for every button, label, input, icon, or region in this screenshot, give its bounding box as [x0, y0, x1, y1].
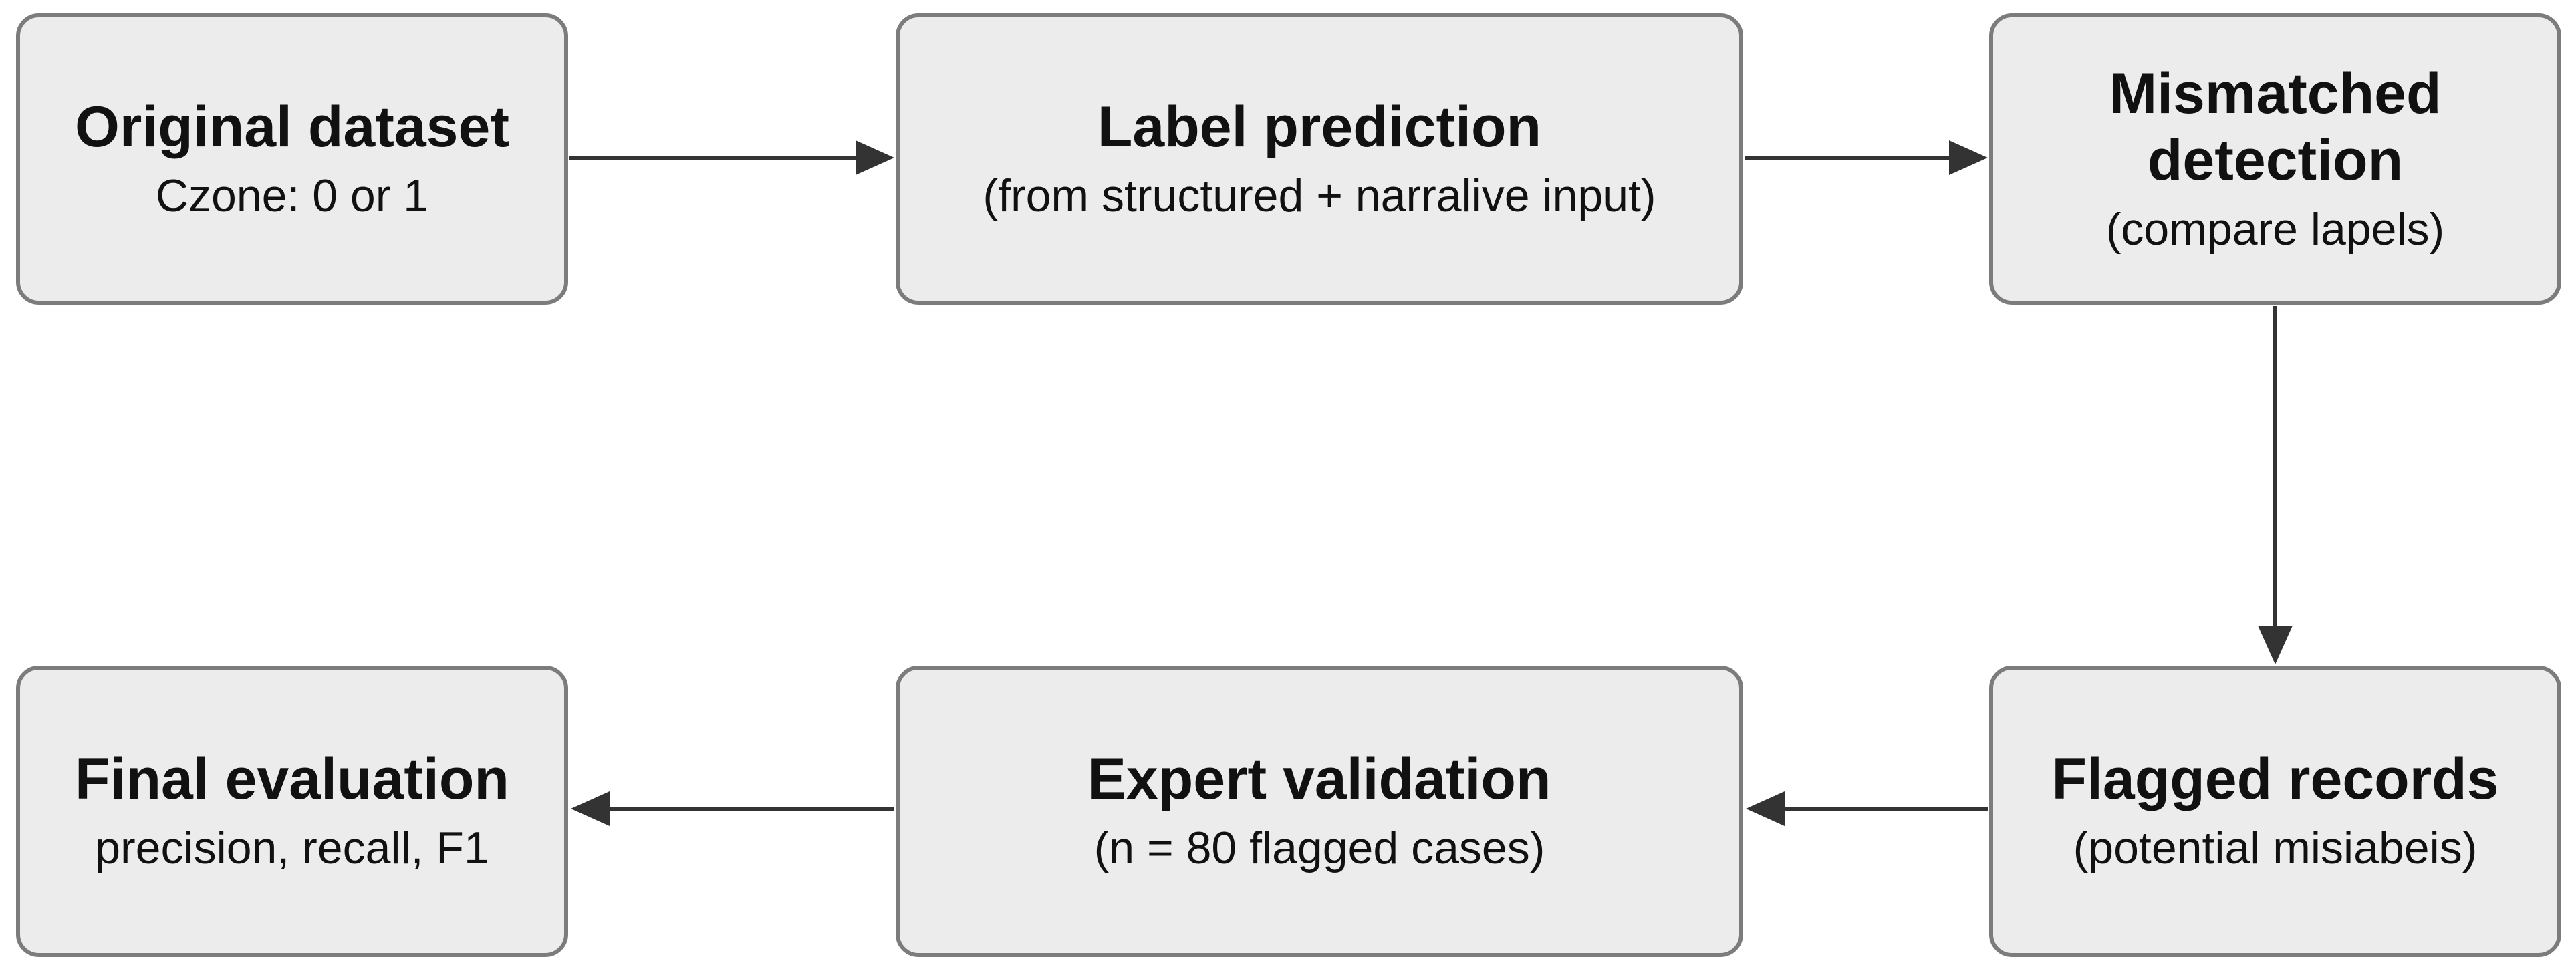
node-mismatched-detection: Mismatched detection (compare lapels) [1989, 13, 2561, 305]
node-subtitle: Czone: 0 or 1 [155, 170, 429, 222]
node-title: Final evaluation [75, 747, 509, 812]
node-title: Mismatched detection [2109, 61, 2442, 193]
arrow-flagged-to-expert [1746, 791, 1988, 826]
node-expert-validation: Expert validation (n = 80 flagged cases) [896, 666, 1743, 957]
node-subtitle: (n = 80 flagged cases) [1093, 823, 1545, 874]
node-subtitle: (from structured + narralive input) [983, 170, 1656, 222]
node-subtitle: (compare lapels) [2105, 203, 2445, 255]
arrow-prediction-to-mismatch [1745, 140, 1988, 175]
node-original-dataset: Original dataset Czone: 0 or 1 [16, 13, 568, 305]
node-flagged-records: Flagged records (potential misiabeis) [1989, 666, 2561, 957]
node-final-evaluation: Final evaluation precision, recall, F1 [16, 666, 568, 957]
node-title: Expert validation [1087, 747, 1551, 812]
arrow-expert-to-final [571, 791, 894, 826]
node-subtitle: (potential misiabeis) [2073, 823, 2478, 874]
node-title: Flagged records [2051, 747, 2499, 812]
node-subtitle: precision, recall, F1 [95, 823, 489, 874]
node-title: Original dataset [75, 95, 509, 160]
node-label-prediction: Label prediction (from structured + narr… [896, 13, 1743, 305]
arrow-mismatch-to-flagged [2258, 306, 2293, 664]
arrow-original-to-prediction [569, 140, 894, 175]
node-title: Label prediction [1097, 95, 1542, 160]
